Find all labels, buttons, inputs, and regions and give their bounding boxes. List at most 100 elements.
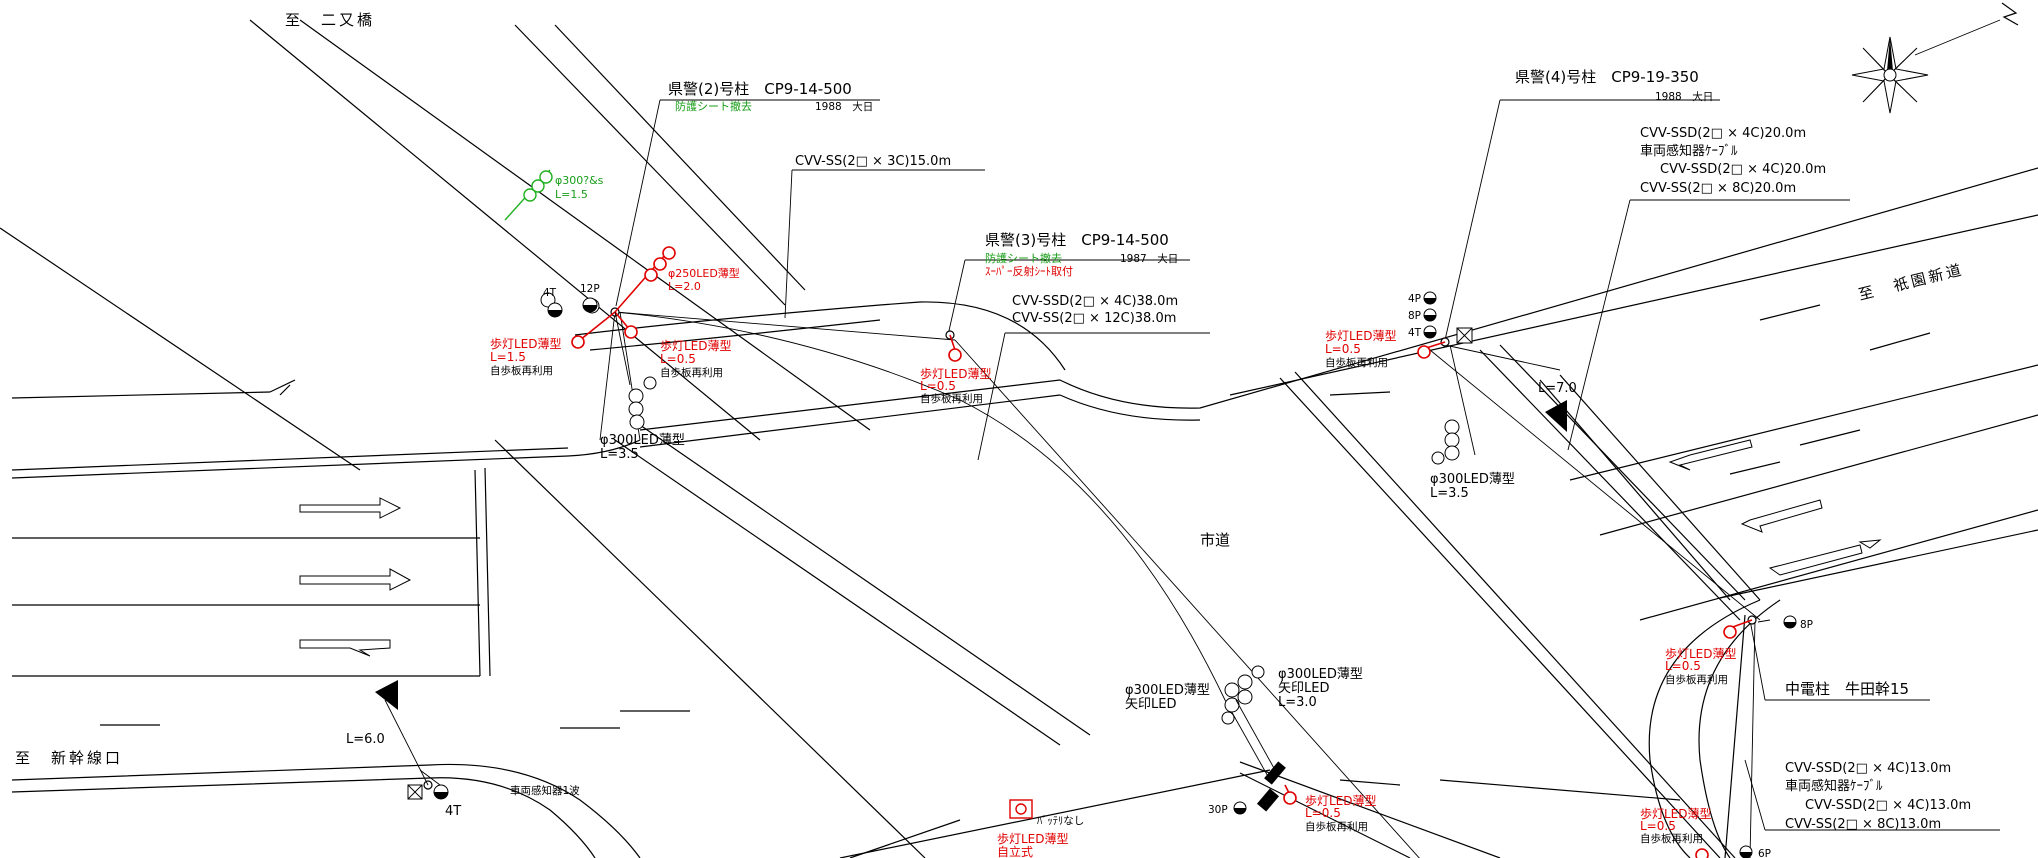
chuden-cable1: CVV-SSD(2□ × 4C)13.0m [1785,761,1951,776]
red-lamp-icon [624,325,638,339]
road-label: 市道 [1200,531,1230,549]
center-reuse: 自歩板再利用 [1305,820,1368,833]
cable-lines [419,99,2000,858]
lamp-icon [643,376,657,390]
chuden-reuse2: 自歩板再利用 [1640,832,1703,845]
signal-equipment [375,169,1797,858]
arrow-icon [299,639,391,657]
red-lamp-icon [948,348,962,362]
arrow-icon [1740,499,1823,533]
pole2-green-led-l: L=1.5 [555,188,588,201]
chuden-ped2-l: L=0.5 [1640,819,1676,833]
center-stand-ped: 歩灯LED薄型 [997,831,1069,846]
pole2-led250: φ250LED薄型 [668,266,740,280]
pole2-ped-right-reuse: 自歩板再利用 [660,366,723,379]
lamp-icon [1237,674,1253,690]
pole4-sensor: 車両感知器ｹｰﾌﾞﾙ [1640,143,1738,159]
chuden-reuse: 自歩板再利用 [1665,673,1728,686]
pole2-ped-left-reuse: 自歩板再利用 [490,364,553,377]
chuden-ped2: 歩灯LED薄型 [1640,806,1712,821]
chuden-ped: 歩灯LED薄型 [1665,646,1737,661]
pole2-title: 県警(2)号柱 CP9-14-500 [668,80,852,98]
pole4-ped: 歩灯LED薄型 [1325,328,1397,343]
pole-base-icon [1264,761,1286,785]
pole4-led300: φ300LED薄型 [1430,472,1515,487]
pole3-year: 1987 大日 [1120,252,1178,265]
red-lamp-icon [1695,848,1709,858]
center-right-led: φ300LED薄型 [1278,667,1363,682]
pole2-led300: φ300LED薄型 [600,433,685,448]
pole3-note1: 防護シート撤去 [985,251,1062,265]
arrow-icon [299,497,402,519]
lamp-icon [1224,697,1240,713]
red-lamp-icon [644,268,658,282]
red-lamp-icon [1417,345,1431,359]
pole4-year: 1988 大日 [1655,90,1713,103]
lamp-icon [1444,445,1460,461]
pole3-cable1: CVV-SSD(2□ × 4C)38.0m [1012,294,1178,309]
labels: 至 二又橋 至 新幹線口 至 祇園新道 市道 県警(2)号柱 CP9-14-50… [15,11,1971,858]
left-l60: L=6.0 [346,732,385,747]
pole3-ped: 歩灯LED薄型 [920,366,992,381]
lamp-icon [629,414,645,430]
left-4t: 4T [445,804,461,819]
direction-shinkansen: 至 新幹線口 [15,749,123,767]
center-30p: 30P [1208,804,1228,816]
pole4-reuse: 自歩板再利用 [1325,356,1388,369]
road-lines [0,19,2038,858]
lamp-icon [628,401,644,417]
pole2-ped-right: 歩灯LED薄型 [660,338,732,353]
center-left-led: φ300LED薄型 [1125,683,1210,698]
pole3-ped-l: L=0.5 [920,379,956,393]
red-lamp-icon [571,335,585,349]
lamp-icon [1444,432,1460,448]
lamp-icon [1251,665,1265,679]
pole4-cable2: CVV-SSD(2□ × 4C)20.0m [1660,162,1826,177]
lamp-icon [1444,419,1460,435]
left-sensor: 車両感知器1波 [510,784,580,797]
center-right-l: L=3.0 [1278,695,1317,710]
pole2-led300-l: L=3.5 [600,447,639,462]
pole2-green-led: φ300?&s [555,174,604,187]
chuden-cable3: CVV-SS(2□ × 8C)13.0m [1785,817,1941,832]
center-no-battery: ﾊﾞｯﾃﾘなし [1037,815,1084,827]
lamp-icon [1224,682,1240,698]
pole4-l70: L=7.0 [1538,381,1577,396]
center-left-arrow: 矢印LED [1125,697,1176,712]
lamp-icon [628,388,644,404]
green-lamp-icon [539,170,553,184]
pole2-mark4t: 4T [543,287,557,299]
red-lamp-icon [662,246,676,260]
pole3-reuse: 自歩板再利用 [920,392,983,405]
center-ped: 歩灯LED薄型 [1305,793,1377,808]
green-lamp-icon [523,188,537,202]
pole2-ped-left: 歩灯LED薄型 [490,336,562,351]
pole4-mark-8p: 8P [1408,310,1421,322]
pole2-ped-right-l: L=0.5 [660,352,696,366]
pole4-cable1: CVV-SSD(2□ × 4C)20.0m [1640,126,1806,141]
pole2-cable: CVV-SS(2□ × 3C)15.0m [795,154,951,169]
chuden-sensor: 車両感知器ｹｰﾌﾞﾙ [1785,778,1883,794]
chuden-title: 中電柱 牛田幹15 [1785,680,1909,698]
pole-base-icon [1256,788,1280,812]
pole2-led250-l: L=2.0 [668,280,701,293]
lamp-icon [1221,711,1235,725]
pole3-cable2: CVV-SS(2□ × 12C)38.0m [1012,311,1176,326]
pole4-cable3: CVV-SS(2□ × 8C)20.0m [1640,181,1796,196]
pole4-led300-l: L=3.5 [1430,486,1469,501]
center-ped-l: L=0.5 [1305,806,1341,820]
pole4-title: 県警(4)号柱 CP9-19-350 [1515,68,1699,86]
direction-gion: 至 祇園新道 [1857,260,1966,304]
lane-arrows [299,439,1882,657]
green-lamp-icon [531,179,545,193]
chuden-8p: 8P [1800,619,1813,631]
pole2-note: 防護シート撤去 [675,99,752,113]
pole3-title: 県警(3)号柱 CP9-14-500 [985,231,1169,249]
compass-icon [1851,2,2019,114]
pole4-ped-l: L=0.5 [1325,342,1361,356]
chuden-6p: 6P [1758,848,1771,858]
pole2-ped-left-l: L=1.5 [490,350,526,364]
pole2-mark12p: 12P [580,283,600,295]
pole4-mark-4t: 4T [1408,327,1422,339]
